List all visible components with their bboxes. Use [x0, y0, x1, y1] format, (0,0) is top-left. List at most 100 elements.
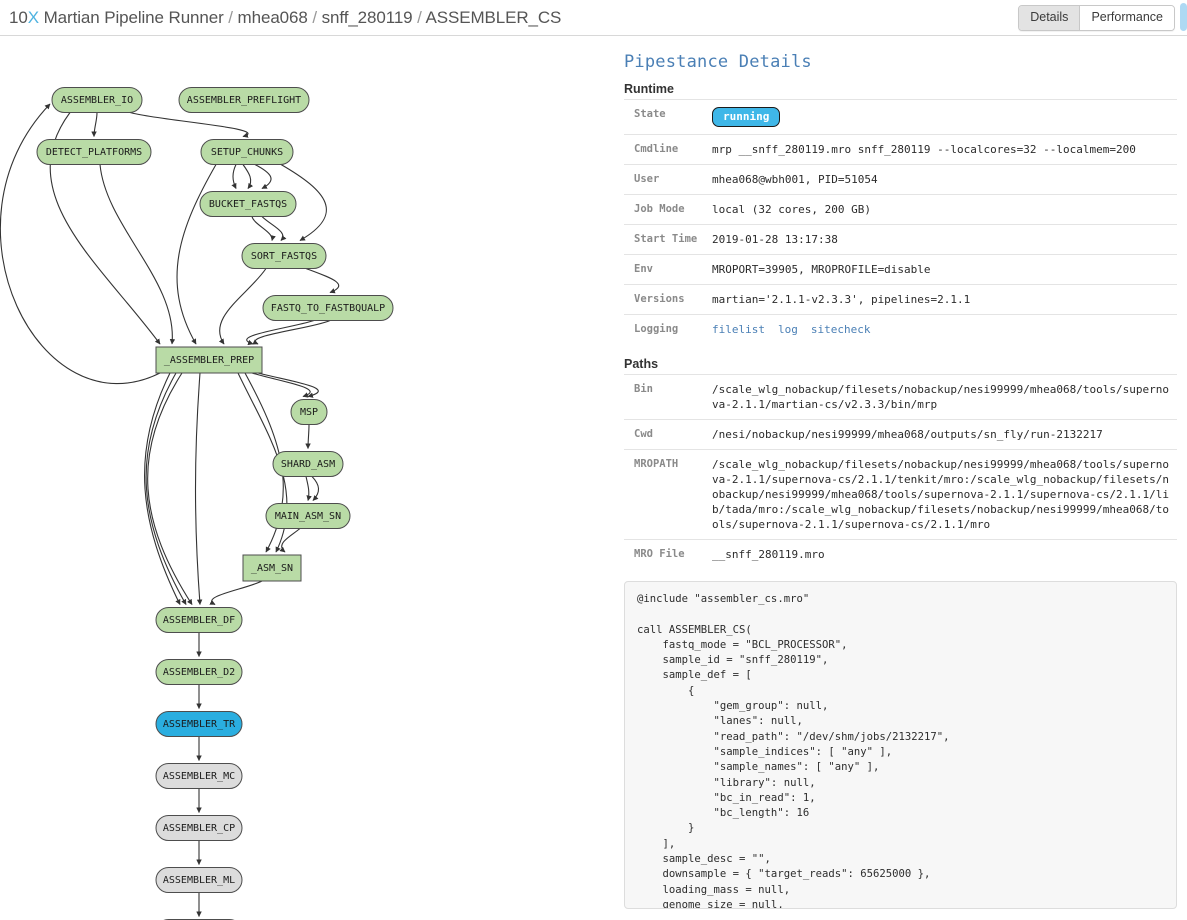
breadcrumb-item-sample[interactable]: snff_280119 [321, 8, 413, 27]
view-tab-group: Details Performance [1018, 5, 1175, 31]
mro-source-code: @include "assembler_cs.mro" call ASSEMBL… [637, 593, 950, 909]
graph-node-assembler_df[interactable]: ASSEMBLER_DF [155, 607, 243, 633]
table-row: Cwd/nesi/nobackup/nesi99999/mhea068/outp… [624, 419, 1177, 450]
graph-node-shape[interactable] [155, 659, 243, 685]
page-title: Pipestance Details [624, 52, 812, 72]
graph-edge [251, 372, 311, 398]
graph-node-shard_asm[interactable]: SHARD_ASM [272, 451, 344, 477]
pipeline-graph-svg[interactable]: ASSEMBLER_IO ASSEMBLER_PREFLIGHT DETECT_PL… [0, 36, 610, 920]
graph-edge [99, 164, 176, 345]
graph-node-shape[interactable] [241, 243, 327, 269]
pipeline-graph-panel[interactable]: ASSEMBLER_IO ASSEMBLER_PREFLIGHT DETECT_PL… [0, 36, 610, 920]
graph-node-shape[interactable] [178, 87, 310, 113]
graph-node-shape[interactable] [262, 295, 394, 321]
graph-edge [280, 164, 327, 241]
graph-node-shape[interactable] [242, 554, 302, 582]
graph-node-shape[interactable] [155, 763, 243, 789]
path-value: /scale_wlg_nobackup/filesets/nobackup/ne… [712, 458, 1169, 531]
logging-link-log[interactable]: log [777, 323, 798, 336]
graph-edge [231, 164, 237, 189]
graph-node-shape[interactable] [155, 867, 243, 893]
graph-edge [311, 476, 320, 501]
graph-node-bucket_fastqs[interactable]: BUCKET_FASTQS [199, 191, 297, 217]
brand-prefix: 10 [9, 8, 28, 27]
graph-node-assembler_preflight[interactable]: ASSEMBLER_PREFLIGHT [178, 87, 310, 113]
graph-edge [254, 164, 272, 189]
graph-edge [305, 267, 339, 294]
breadcrumb-sep-3: / [412, 8, 426, 27]
path-value: /nesi/nobackup/nesi99999/mhea068/outputs… [712, 428, 1103, 441]
graph-node-layer: ASSEMBLER_IO ASSEMBLER_PREFLIGHT DETECT_PL… [36, 87, 394, 920]
page-scrollbar[interactable] [1180, 3, 1187, 31]
graph-node-shape[interactable] [272, 451, 344, 477]
graph-node-msp[interactable]: MSP [290, 399, 328, 425]
graph-node-assembler_prep[interactable]: _ASSEMBLER_PREP [155, 346, 263, 374]
graph-node-assembler_tr[interactable]: ASSEMBLER_TR [155, 711, 243, 737]
logging-link-filelist[interactable]: filelist [712, 323, 765, 336]
runtime-value: running [712, 100, 1177, 135]
table-row: MRO File__snff_280119.mro [624, 539, 1177, 570]
graph-node-sort_fastqs[interactable]: SORT_FASTQS [241, 243, 327, 269]
graph-edge [145, 372, 187, 605]
runtime-value: local (32 cores, 200 GB) [712, 203, 871, 216]
runtime-section-heading: Runtime [624, 82, 674, 96]
graph-node-shape[interactable] [51, 87, 143, 113]
tab-details[interactable]: Details [1019, 6, 1081, 30]
path-key: MRO File [634, 548, 685, 560]
logging-link-sitecheck[interactable]: sitecheck [810, 323, 871, 336]
graph-node-detect_platforms[interactable]: DETECT_PLATFORMS [36, 139, 152, 165]
mro-source-box[interactable]: @include "assembler_cs.mro" call ASSEMBL… [624, 581, 1177, 909]
path-key: MROPATH [634, 458, 679, 470]
graph-edge [305, 476, 312, 502]
graph-node-asm_sn[interactable]: _ASM_SN [242, 554, 302, 582]
graph-edge [261, 216, 287, 241]
graph-node-shape[interactable] [200, 139, 294, 165]
graph-node-main_asm_sn[interactable]: MAIN_ASM_SN [265, 503, 351, 529]
graph-node-assembler_io[interactable]: ASSEMBLER_IO [51, 87, 143, 113]
graph-node-assembler_mc[interactable]: ASSEMBLER_MC [155, 763, 243, 789]
section-spacer [624, 344, 1177, 357]
graph-edge [257, 372, 319, 398]
runtime-key: Cmdline [634, 143, 679, 155]
graph-node-assembler_ml[interactable]: ASSEMBLER_ML [155, 867, 243, 893]
graph-node-assembler_d2[interactable]: ASSEMBLER_D2 [155, 659, 243, 685]
graph-node-shape[interactable] [155, 346, 263, 374]
graph-node-shape[interactable] [265, 503, 351, 529]
graph-node-shape[interactable] [155, 815, 243, 841]
graph-edge [218, 268, 267, 345]
graph-edge [176, 164, 217, 345]
brand-x-logo: X [27, 8, 39, 27]
runtime-value: filelist log sitecheck [712, 315, 1177, 345]
table-row: Bin/scale_wlg_nobackup/filesets/nobackup… [624, 374, 1177, 420]
graph-edge [251, 216, 276, 242]
graph-node-shape[interactable] [155, 607, 243, 633]
graph-node-setup_chunks[interactable]: SETUP_CHUNKS [200, 139, 294, 165]
runtime-key: Start Time [634, 233, 698, 245]
graph-node-shape[interactable] [36, 139, 152, 165]
table-row: State running [624, 99, 1177, 135]
runtime-key: User [634, 173, 660, 185]
graph-edge [0, 103, 161, 385]
breadcrumb-item-user[interactable]: mhea068 [237, 8, 308, 27]
breadcrumb-item-pipeline[interactable]: ASSEMBLER_CS [425, 8, 562, 27]
graph-node-shape[interactable] [199, 191, 297, 217]
graph-node-assembler_cp[interactable]: ASSEMBLER_CP [155, 815, 243, 841]
breadcrumb: 10X Martian Pipeline Runner / mhea068 / … [9, 8, 561, 28]
graph-node-fastq_to_fastbqualp[interactable]: FASTQ_TO_FASTBQUALP [262, 295, 394, 321]
graph-edge [194, 372, 203, 606]
graph-edge [242, 164, 254, 189]
runtime-key: State [634, 108, 666, 120]
graph-node-shape[interactable] [155, 711, 243, 737]
paths-section-heading: Paths [624, 357, 659, 371]
graph-edge [279, 528, 301, 553]
tab-performance[interactable]: Performance [1080, 6, 1174, 30]
graph-edge [147, 372, 193, 605]
graph-node-shape[interactable] [290, 399, 328, 425]
